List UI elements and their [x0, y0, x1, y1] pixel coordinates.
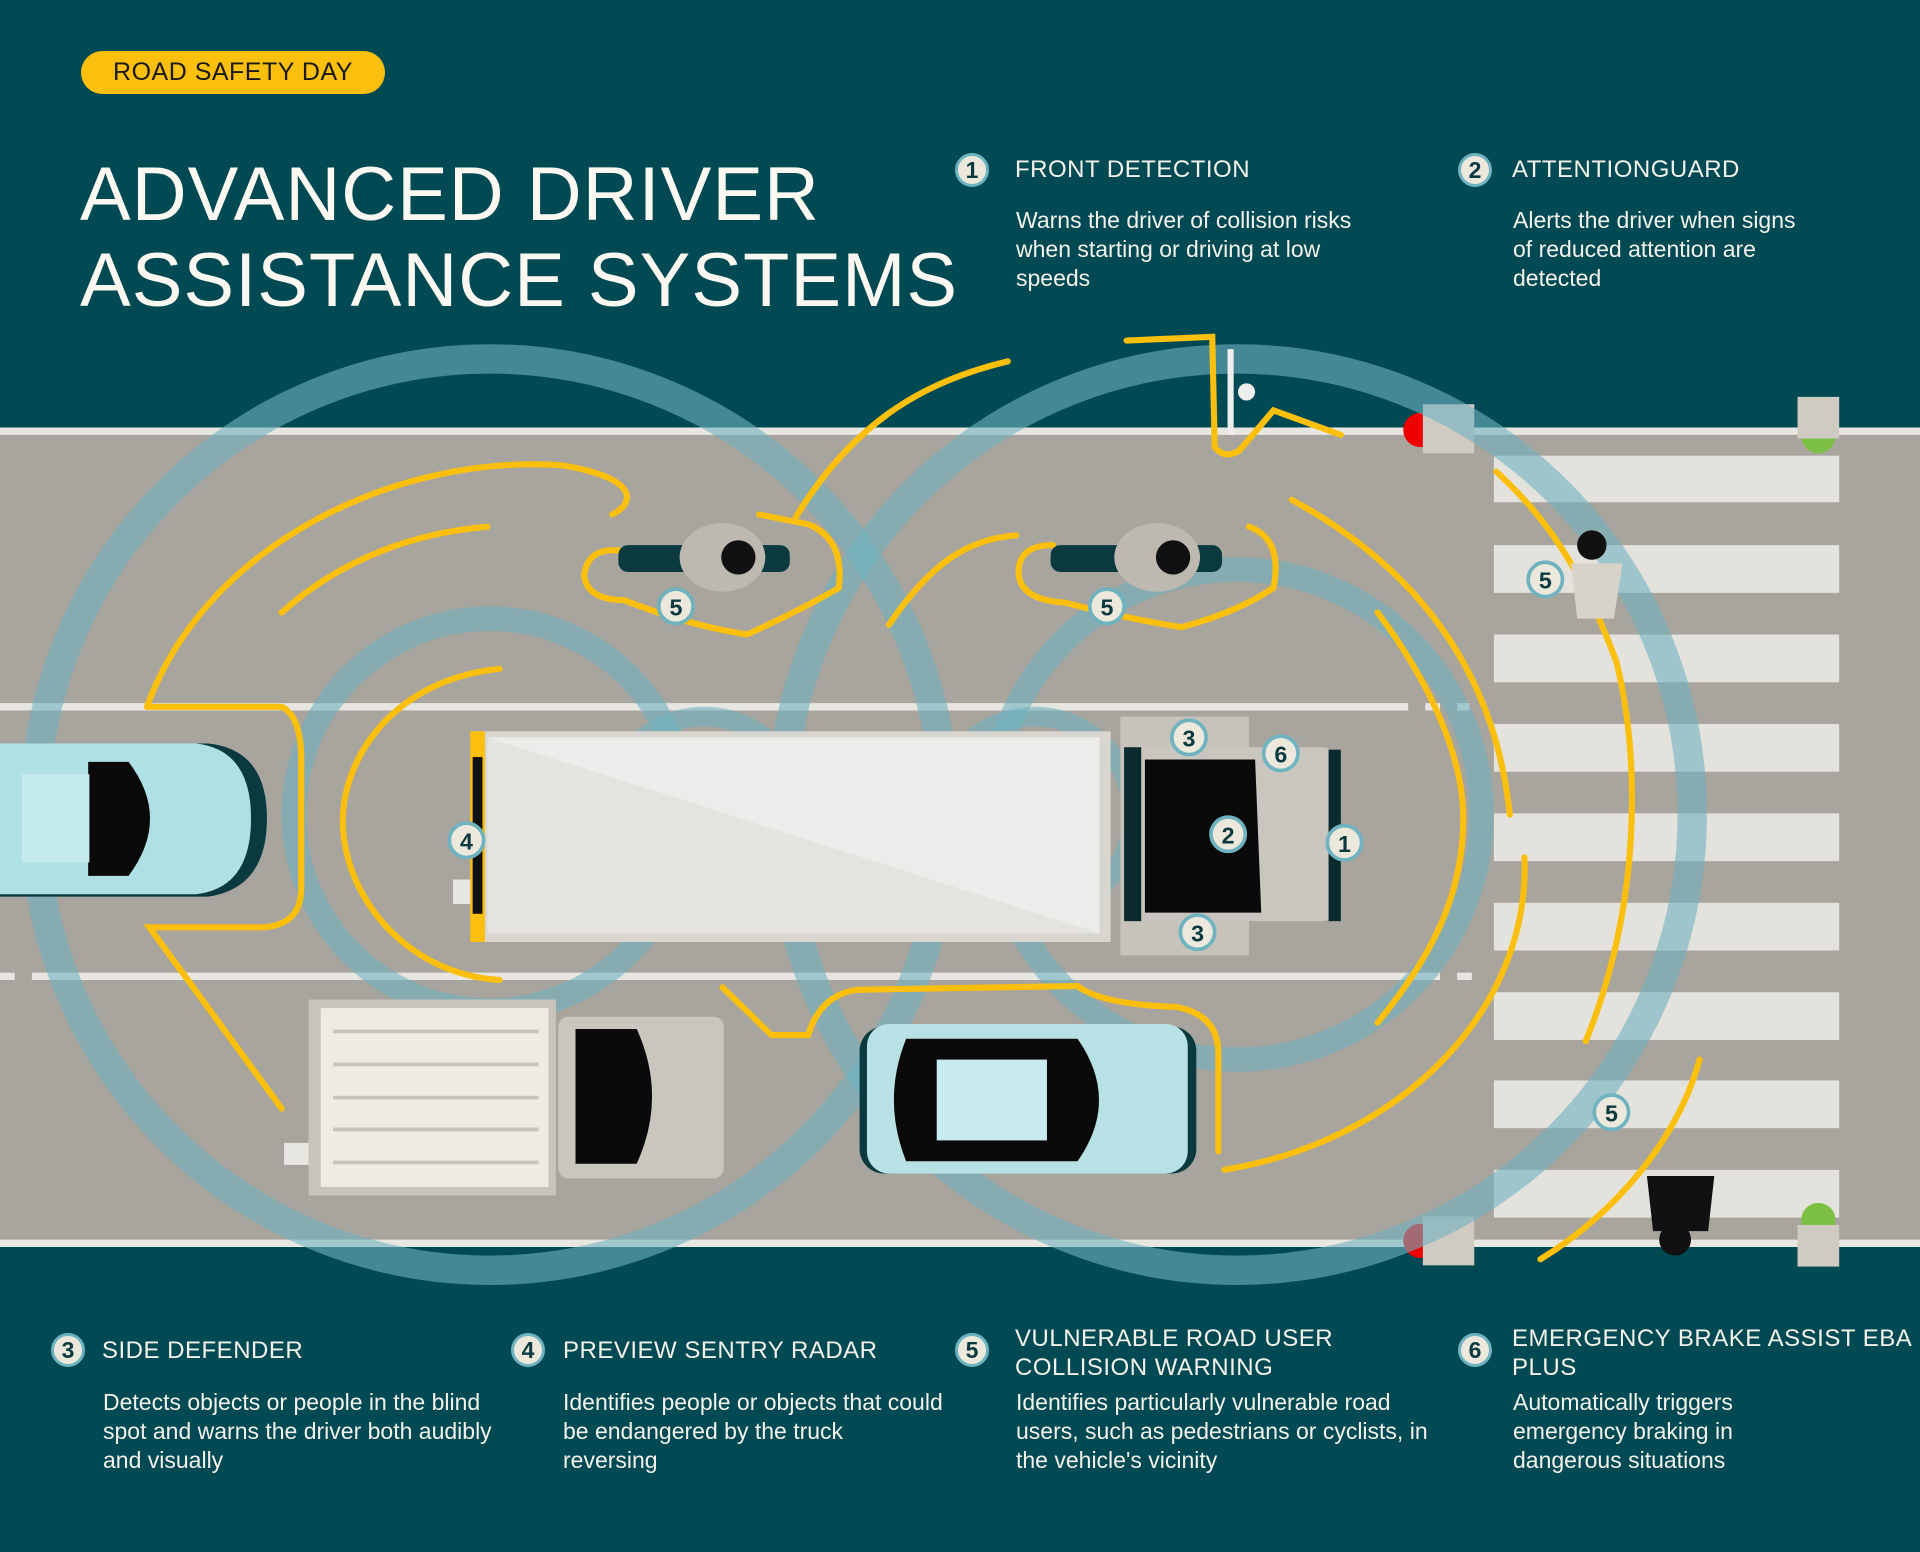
marker-label: 3: [1191, 920, 1204, 946]
number-icon: 5: [955, 1333, 989, 1367]
feature-markers: 1 2 3 3 4 5 5 5 5 6: [447, 560, 1631, 1132]
marker-label: 5: [1539, 568, 1552, 594]
feature-body: Warns the driver of collision risks when…: [1016, 207, 1352, 291]
feature-body: Detects objects or people in the blind s…: [103, 1389, 492, 1473]
marker-label: 5: [1605, 1100, 1618, 1126]
marker-3: 3: [1170, 718, 1208, 757]
car-left: [0, 743, 267, 897]
detection-zones: [143, 333, 1703, 1263]
crosswalk: [1493, 455, 1840, 1218]
number-icon: 4: [511, 1333, 545, 1367]
truck-main: [453, 716, 1341, 956]
number-icon: 1: [955, 153, 989, 187]
feature-body: Automatically triggers emergency braking…: [1513, 1389, 1733, 1473]
marker-3: 3: [1178, 913, 1217, 952]
marker-5: 5: [1526, 560, 1565, 599]
marker-2: 2: [1209, 815, 1248, 854]
number-icon: 6: [1458, 1333, 1492, 1367]
marker-label: 2: [1222, 822, 1235, 848]
road-safety-day-badge: ROAD SAFETY DAY: [81, 51, 385, 94]
feature-heading: PREVIEW SENTRY RADAR: [563, 1337, 878, 1364]
marker-label: 5: [669, 595, 682, 621]
feature-heading: SIDE DEFENDER: [102, 1337, 304, 1364]
feature-body: Alerts the driver when signs of reduced …: [1513, 207, 1796, 291]
title-line-2: ASSISTANCE SYSTEMS: [80, 238, 959, 323]
feature-heading: EMERGENCY BRAKE ASSIST EBA PLUS: [1512, 1325, 1911, 1381]
marker-label: 6: [1274, 742, 1287, 768]
car-lower: [859, 1024, 1197, 1174]
marker-5: 5: [1087, 587, 1126, 626]
feature-heading: FRONT DETECTION: [1015, 156, 1251, 183]
feature-heading: VULNERABLE ROAD USER COLLISION WARNING: [1015, 1325, 1334, 1381]
cyclist-post: [1227, 349, 1256, 435]
pedestrian: [1571, 530, 1715, 1256]
feature-body: Identifies people or objects that could …: [563, 1389, 943, 1473]
marker-label: 1: [1338, 831, 1351, 857]
marker-4: 4: [447, 821, 486, 860]
feature-heading: ATTENTIONGUARD: [1512, 156, 1740, 183]
marker-label: 5: [1100, 595, 1113, 621]
marker-5: 5: [656, 587, 695, 626]
title-line-1: ADVANCED DRIVER: [80, 152, 820, 237]
number-icon: 2: [1458, 153, 1492, 187]
marker-1: 1: [1325, 823, 1364, 862]
marker-5: 5: [1592, 1093, 1631, 1132]
marker-label: 4: [460, 829, 473, 855]
marker-6: 6: [1261, 734, 1300, 773]
feature-body: Identifies particularly vulnerable road …: [1016, 1389, 1428, 1473]
motorcycle: [618, 523, 1223, 592]
marker-label: 3: [1183, 726, 1196, 752]
number-icon: 3: [51, 1333, 85, 1367]
truck-lower: [284, 999, 724, 1196]
